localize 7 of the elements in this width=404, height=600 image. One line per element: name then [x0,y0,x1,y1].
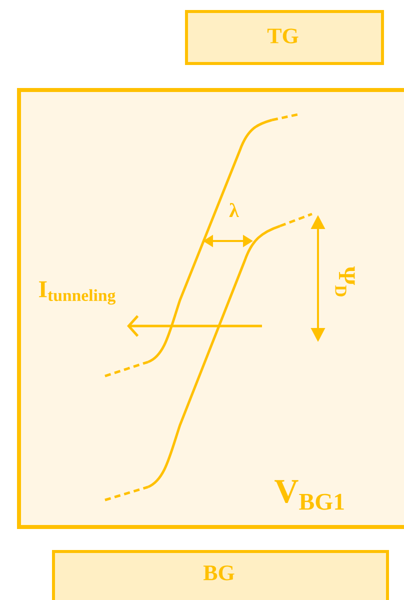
label-box: BG [52,550,389,600]
text-label: $\mathbf{I}_{\mathbf{tunneling}}$ [39,281,116,305]
text-label: $\mbox{Ψ}_{\mathbf{D}}$ [335,266,355,296]
label-box: TG [185,10,384,65]
panel-box [17,88,404,529]
text-label: λ [229,202,239,218]
text-label: $\mathbf{V}_{\mathbf{BG1}}$ [274,480,344,510]
